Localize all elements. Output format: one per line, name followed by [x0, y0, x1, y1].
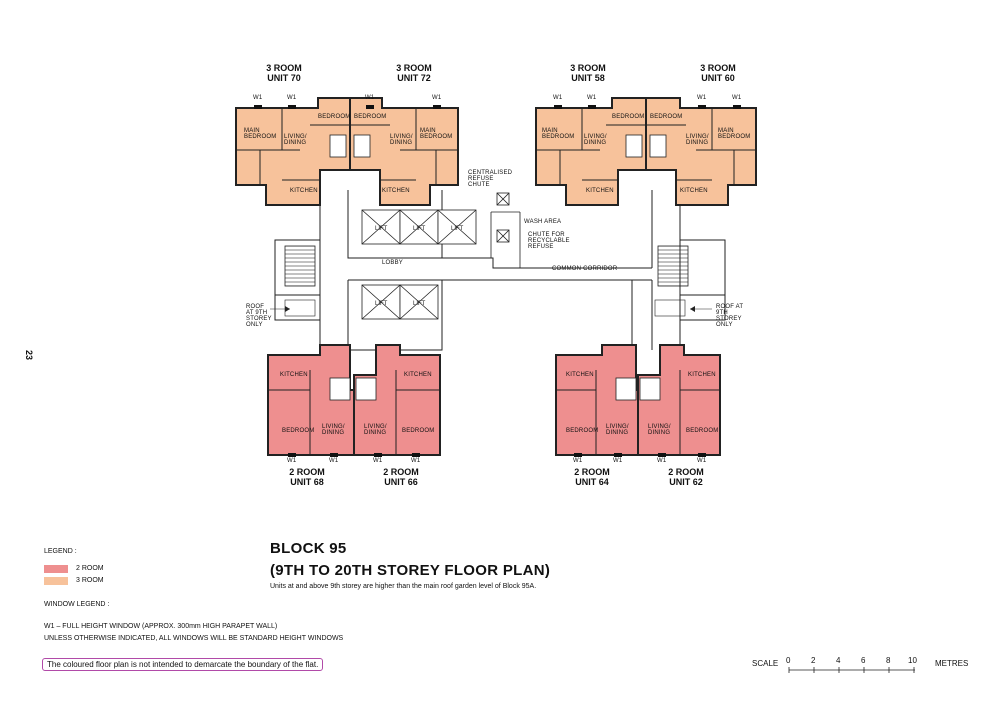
disclaimer-note: The coloured floor plan is not intended … — [42, 658, 324, 671]
bedroom-label: BEDROOM — [354, 114, 387, 120]
unit-70-plan — [235, 97, 351, 206]
bedroom-label: BEDROOM — [318, 114, 351, 120]
main-bedroom-label: MAIN BEDROOM — [718, 128, 751, 140]
refuse-chute-label: CENTRALISED REFUSE CHUTE — [468, 170, 513, 188]
stair-right — [657, 245, 689, 287]
legend-swatch-3room — [44, 577, 68, 585]
w1-tag: W1 — [613, 458, 623, 464]
w1-tag: W1 — [432, 95, 442, 101]
lift-label: LIFT — [375, 226, 388, 232]
svg-text:LIFT: LIFT — [375, 301, 388, 307]
unit-64-plan — [555, 344, 639, 456]
unit-72-plan — [349, 97, 459, 206]
unit-66-plan — [353, 344, 441, 456]
w1-tag: W1 — [697, 458, 707, 464]
scale-tick-8: 8 — [886, 656, 891, 665]
subtitle: Units at and above 9th storey are higher… — [270, 583, 537, 590]
roof-label-left: ROOF AT 9TH STOREY ONLY — [246, 304, 272, 328]
kitchen-label: KITCHEN — [688, 372, 716, 378]
legend-swatch-2room — [44, 565, 68, 573]
w1-tag: W1 — [697, 95, 707, 101]
stair-left — [284, 245, 316, 287]
lift-bank-top — [361, 209, 477, 245]
kitchen-label: KITCHEN — [566, 372, 594, 378]
w1-tag: W1 — [287, 458, 297, 464]
w1-tag: W1 — [365, 95, 375, 101]
scale-tick-2: 2 — [811, 656, 816, 665]
living-dining-label: LIVING/ DINING — [584, 134, 607, 146]
main-bedroom-label: MAIN BEDROOM — [542, 128, 575, 140]
svg-text:LIFT: LIFT — [413, 226, 426, 232]
scale-label: SCALE — [752, 659, 779, 668]
w1-tag: W1 — [373, 458, 383, 464]
bedroom-label: BEDROOM — [282, 428, 315, 434]
living-dining-label: LIVING/ DINING — [364, 424, 387, 436]
w1-tag: W1 — [587, 95, 597, 101]
lobby-label: LOBBY — [382, 260, 404, 266]
w1-tag: W1 — [657, 458, 667, 464]
bedroom-label: BEDROOM — [566, 428, 599, 434]
svg-text:LIFT: LIFT — [451, 226, 464, 232]
floor-plan-title: (9TH TO 20TH STOREY FLOOR PLAN) — [270, 562, 551, 579]
window-default-description: UNLESS OTHERWISE INDICATED, ALL WINDOWS … — [44, 635, 344, 642]
kitchen-label: KITCHEN — [280, 372, 308, 378]
svg-text:LIFT: LIFT — [413, 301, 426, 307]
living-dining-label: LIVING/ DINING — [648, 424, 671, 436]
main-bedroom-label: MAIN BEDROOM — [420, 128, 453, 140]
core-outline — [274, 190, 726, 351]
living-dining-label: LIVING/ DINING — [686, 134, 709, 146]
unit-60-plan — [645, 97, 757, 206]
bedroom-label: BEDROOM — [650, 114, 683, 120]
kitchen-label: KITCHEN — [586, 188, 614, 194]
w1-tag: W1 — [287, 95, 297, 101]
legend-heading: LEGEND : — [44, 548, 77, 555]
living-dining-label: LIVING/ DINING — [606, 424, 629, 436]
w1-tag: W1 — [732, 95, 742, 101]
bedroom-label: BEDROOM — [612, 114, 645, 120]
scale-tick-6: 6 — [861, 656, 866, 665]
common-corridor-label: COMMON CORRIDOR — [552, 266, 618, 272]
living-dining-label: LIVING/ DINING — [390, 134, 413, 146]
w1-tag: W1 — [573, 458, 583, 464]
bedroom-label: BEDROOM — [402, 428, 435, 434]
living-dining-label: LIVING/ DINING — [322, 424, 345, 436]
lift-bank-bottom — [361, 284, 439, 320]
legend-label-2room: 2 ROOM — [76, 565, 104, 572]
unit-68-plan — [267, 344, 355, 456]
wash-area-label: WASH AREA — [524, 219, 562, 225]
block-title: BLOCK 95 — [270, 540, 347, 557]
living-dining-label: LIVING/ DINING — [284, 134, 307, 146]
w1-tag: W1 — [253, 95, 263, 101]
window-w1-description: W1 – FULL HEIGHT WINDOW (APPROX. 300mm H… — [44, 623, 278, 630]
kitchen-label: KITCHEN — [290, 188, 318, 194]
main-bedroom-label: MAIN BEDROOM — [244, 128, 277, 140]
scale-tick-4: 4 — [836, 656, 841, 665]
bedroom-label: BEDROOM — [686, 428, 719, 434]
unit-62-plan — [637, 344, 721, 456]
kitchen-label: KITCHEN — [382, 188, 410, 194]
scale-tick-10: 10 — [908, 656, 917, 665]
scale-tick-0: 0 — [786, 656, 791, 665]
roof-label-right: ROOF AT 9TH STOREY ONLY — [716, 304, 744, 328]
legend-label-3room: 3 ROOM — [76, 577, 104, 584]
w1-tag: W1 — [411, 458, 421, 464]
recyclable-chute-label: CHUTE FOR RECYCLABLE REFUSE — [528, 232, 570, 250]
window-legend-heading: WINDOW LEGEND : — [44, 601, 110, 608]
unit-58-plan — [535, 97, 647, 206]
w1-tag: W1 — [553, 95, 563, 101]
w1-tag: W1 — [329, 458, 339, 464]
scale-bar — [788, 667, 915, 673]
scale-unit: METRES — [935, 659, 969, 668]
kitchen-label: KITCHEN — [404, 372, 432, 378]
kitchen-label: KITCHEN — [680, 188, 708, 194]
